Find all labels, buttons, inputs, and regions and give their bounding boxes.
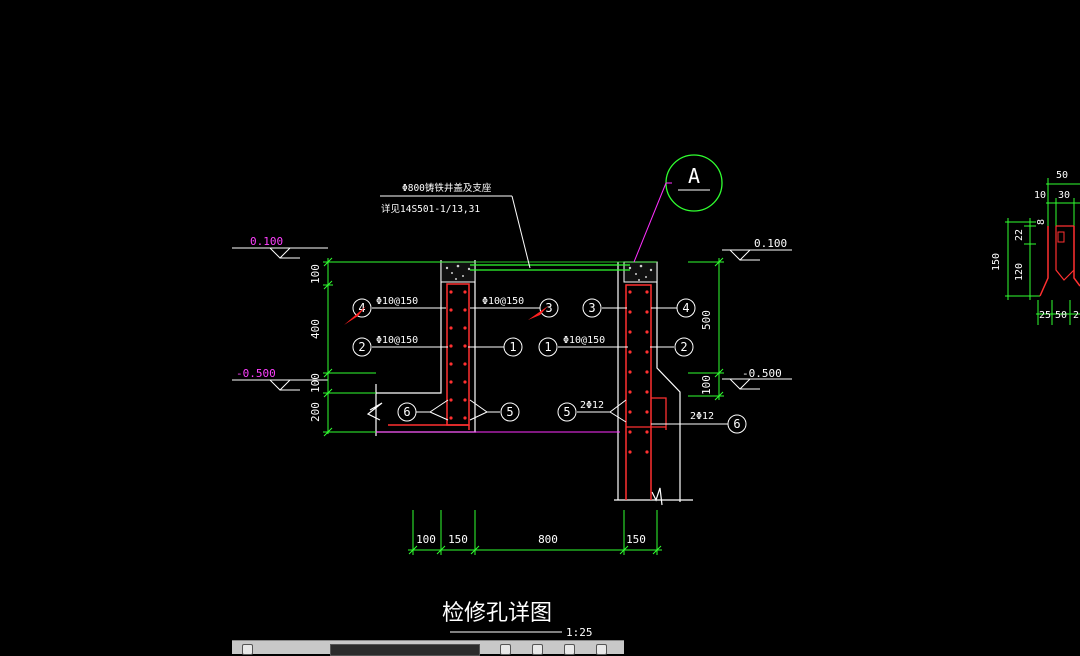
red-arrow-icon (344, 306, 548, 325)
rebar-dots (449, 290, 649, 454)
callout-label: A (688, 164, 700, 188)
scale-text: 1:25 (566, 626, 593, 639)
cad-command-bar[interactable] (232, 640, 624, 656)
marker-2-left: 2 (358, 340, 365, 354)
title-text: 检修孔详图 (442, 601, 552, 626)
left-wall (366, 260, 476, 436)
marker-1-mid: 1 (509, 340, 516, 354)
drawing-title: 检修孔详图 1:25 (442, 601, 593, 639)
level-left-bottom-text: -0.500 (236, 367, 276, 380)
marker-5-right: 5 (563, 405, 570, 419)
dim-bottom-100: 100 (416, 533, 436, 546)
level-right-top-text: 0.100 (754, 237, 787, 250)
dim-bottom-150a: 150 (448, 533, 468, 546)
level-left-top-text: 0.100 (250, 235, 283, 248)
toolbar-icon[interactable] (242, 644, 253, 655)
dim-left-400: 400 (309, 319, 322, 339)
rebar-markers (352, 298, 747, 434)
marker-1-right: 1 (544, 340, 551, 354)
section-callout-a[interactable]: A (633, 154, 723, 263)
rebar-bottom-mid: 2Φ12 (580, 400, 604, 411)
level-right-top: 0.100 (722, 237, 792, 261)
detail-h8: 8 (1036, 219, 1047, 225)
detail-b50: 50 (1055, 310, 1067, 321)
detail-w50: 50 (1056, 170, 1068, 181)
rebar-bottom-right: 2Φ12 (690, 411, 714, 422)
detail-w10: 10 (1034, 190, 1046, 201)
cover-slabs (376, 261, 658, 433)
toolbar-icon[interactable] (596, 644, 607, 655)
marker-3-mid: 3 (545, 301, 552, 315)
marker-4-right: 4 (682, 301, 689, 315)
right-wall (614, 262, 693, 506)
note-line-1: Φ800铸铁井盖及支座 (402, 182, 492, 194)
detail-h120: 120 (1014, 263, 1025, 281)
rebar-lower-right: Φ10@150 (563, 335, 605, 346)
marker-5-mid: 5 (506, 405, 513, 419)
dim-bottom-150b: 150 (626, 533, 646, 546)
dim-left-100b: 100 (309, 373, 322, 393)
dim-bottom-800: 800 (538, 533, 558, 546)
note-line-2: 详见14S501-1/13,31 (381, 203, 480, 215)
marker-6-left: 6 (403, 405, 410, 419)
level-right-bottom: -0.500 (722, 367, 792, 390)
marker-6-right: 6 (733, 417, 740, 431)
dim-left-200: 200 (309, 402, 322, 422)
toolbar-icon[interactable] (500, 644, 511, 655)
marker-2-right: 2 (680, 340, 687, 354)
detail-h150: 150 (991, 253, 1002, 271)
rebar-lower-left: Φ10@150 (376, 335, 418, 346)
level-right-bottom-text: -0.500 (742, 367, 782, 380)
dims-left (323, 257, 442, 437)
detail-w30: 30 (1058, 190, 1070, 201)
detail-h22: 22 (1014, 229, 1025, 241)
dim-right-500: 500 (700, 310, 713, 330)
dim-left-100: 100 (309, 264, 322, 284)
dim-right-100: 100 (700, 375, 713, 395)
rebar-upper-left: Φ10@150 (376, 296, 418, 307)
toolbar-icon[interactable] (564, 644, 575, 655)
rebar-leaders (372, 307, 728, 425)
detail-b2: 2 (1073, 310, 1079, 321)
detail-b25: 25 (1039, 310, 1051, 321)
level-left-top: 0.100 (232, 235, 328, 259)
dims-bottom (408, 510, 662, 555)
partial-detail: 50 10 30 22 8 150 120 25 50 2 (991, 170, 1080, 325)
marker-3-right: 3 (588, 301, 595, 315)
command-input[interactable] (330, 644, 480, 656)
level-left-bottom: -0.500 (232, 367, 328, 391)
toolbar-icon[interactable] (532, 644, 543, 655)
rebar-upper-mid: Φ10@150 (482, 296, 524, 307)
dims-right (688, 257, 724, 401)
marker-4-left: 4 (358, 301, 365, 315)
cover-note: Φ800铸铁井盖及支座 详见14S501-1/13,31 (380, 182, 531, 269)
